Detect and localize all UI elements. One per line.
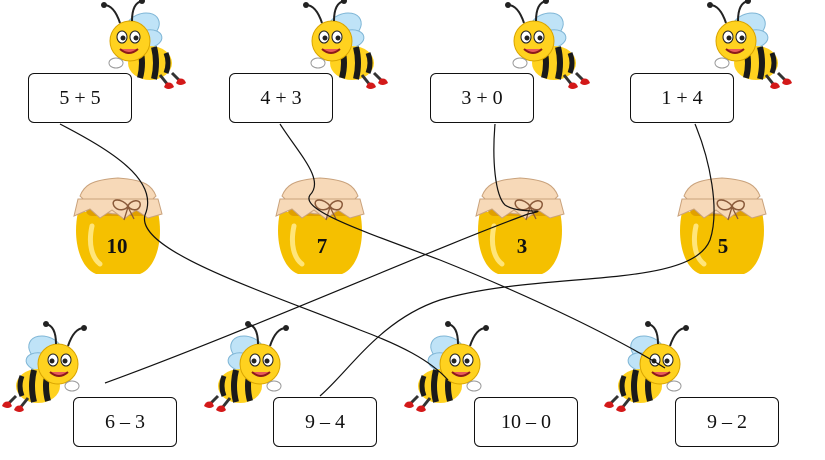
connector-line bbox=[104, 123, 539, 384]
top-expression-box-2[interactable]: 4 + 3 bbox=[229, 73, 333, 123]
connector-line bbox=[279, 123, 666, 369]
bottom-expression-box-4[interactable]: 9 – 2 bbox=[675, 397, 779, 447]
bee-icon bbox=[2, 321, 87, 412]
bee-icon bbox=[505, 0, 590, 89]
bee-icon bbox=[707, 0, 792, 89]
honey-jar-icon bbox=[73, 177, 163, 274]
honey-jar-icon bbox=[275, 177, 365, 274]
honey-jar-icon bbox=[677, 177, 767, 274]
bee-icon bbox=[303, 0, 388, 89]
bee-icon bbox=[404, 321, 489, 412]
bee-icon bbox=[604, 321, 689, 412]
bottom-expression-box-3[interactable]: 10 – 0 bbox=[474, 397, 578, 447]
bee-icon bbox=[204, 321, 289, 412]
connector-line bbox=[59, 123, 449, 381]
honey-jar-icon bbox=[475, 177, 565, 274]
connector-line bbox=[319, 123, 715, 397]
bottom-expression-1: 6 – 3 bbox=[105, 410, 145, 433]
top-expression-box-3[interactable]: 3 + 0 bbox=[430, 73, 534, 123]
jar-value-1: 10 bbox=[106, 234, 128, 258]
jar-value-2: 7 bbox=[316, 234, 328, 258]
jar-value-4: 5 bbox=[717, 234, 729, 258]
bottom-expression-box-2[interactable]: 9 – 4 bbox=[273, 397, 377, 447]
bottom-expression-2: 9 – 4 bbox=[305, 410, 345, 433]
bottom-expression-box-1[interactable]: 6 – 3 bbox=[73, 397, 177, 447]
top-expression-box-1[interactable]: 5 + 5 bbox=[28, 73, 132, 123]
top-expression-3: 3 + 0 bbox=[461, 86, 503, 109]
top-expression-box-4[interactable]: 1 + 4 bbox=[630, 73, 734, 123]
top-expression-4: 1 + 4 bbox=[661, 86, 703, 109]
bee-icon bbox=[101, 0, 186, 89]
top-expression-2: 4 + 3 bbox=[260, 86, 302, 109]
top-expression-1: 5 + 5 bbox=[59, 86, 101, 109]
bottom-expression-3: 10 – 0 bbox=[501, 410, 551, 433]
bottom-expression-4: 9 – 2 bbox=[707, 410, 747, 433]
jar-value-3: 3 bbox=[516, 234, 528, 258]
